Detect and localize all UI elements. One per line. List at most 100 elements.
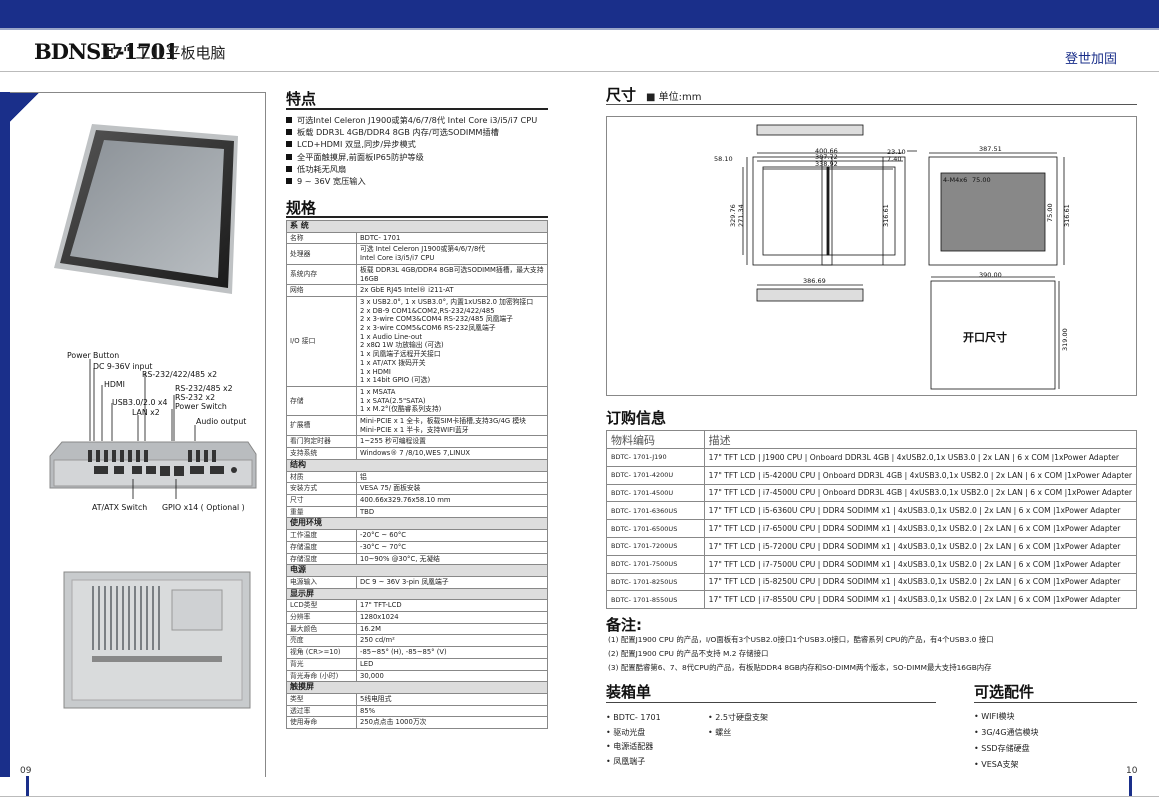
spec-key: I/O 接口: [286, 295, 357, 387]
spec-category: 显示屏: [286, 587, 548, 601]
spec-key: 名称: [286, 231, 357, 245]
notes-title: 备注:: [606, 616, 642, 634]
order-code: BDTC- 1701-8250US: [606, 572, 705, 592]
dim-vesa: 75.00: [972, 176, 991, 184]
feature-item: 9 ~ 36V 宽压输入: [286, 175, 537, 187]
packing-col1: BDTC- 1701 驱动光盘 电源适配器 凤凰端子: [606, 711, 661, 769]
spec-key: 看门狗定时器: [286, 435, 357, 449]
spec-key: 工作温度: [286, 529, 357, 542]
note-item: (1) 配置J1900 CPU 的产品，I/O面板有3个USB2.0接口1个US…: [608, 635, 994, 644]
spec-category: 系 统: [286, 220, 548, 233]
spec-key: 分辨率: [286, 611, 357, 624]
dim-w-outer: 400.66: [815, 147, 838, 155]
left-panel-frame: [10, 92, 266, 777]
dimensions-title: 尺寸: [606, 86, 637, 104]
header-divider: [0, 71, 1159, 72]
spec-value: -85~85° (H), -85~85° (V): [356, 646, 548, 659]
spec-key: 网络: [286, 284, 357, 297]
spec-category: 使用环境: [286, 517, 548, 531]
spec-key: 存储: [286, 385, 357, 417]
spec-row: 工作温度-20°C ~ 60°C: [286, 529, 548, 542]
spec-key: 背光: [286, 657, 357, 671]
spec-value: 铝: [356, 470, 548, 484]
spec-value: VESA 75/ 面板安装: [356, 482, 548, 495]
spec-key: 使用寿命: [286, 716, 357, 730]
note-item: (3) 配置酷睿第6、7、8代CPU的产品，有板贴DDR4 8GB内存和SO-D…: [608, 663, 992, 672]
right-header-title: 登世加固: [1064, 52, 1117, 67]
spec-value: BDTC- 1701: [356, 231, 548, 245]
spec-value: DC 9 ~ 36V 3-pin 凤凰端子: [356, 575, 548, 589]
spec-value: 3 x USB2.0°, 1 x USB3.0°, 内置1xUSB2.0 加密狗…: [356, 295, 548, 387]
spec-key: 材质: [286, 470, 357, 484]
spec-value: LED: [356, 657, 548, 671]
spec-row: 系统内存板载 DDR3L 4GB/DDR4 8GB可选SODIMM插槽，最大支持…: [286, 263, 548, 286]
option-item: SSD存储硬盘: [974, 741, 1039, 757]
callout-atx-switch: AT/ATX Switch: [92, 503, 148, 512]
dimensions-rule: [606, 104, 1137, 105]
order-code: BDTC- 1701-J190: [606, 448, 705, 467]
dim-h3: 316.61: [882, 204, 890, 227]
spec-value: 板载 DDR3L 4GB/DDR4 8GB可选SODIMM插槽，最大支持16GB: [356, 263, 548, 286]
packing-title: 装箱单: [606, 683, 652, 701]
callout-audio: Audio output: [196, 417, 247, 426]
product-size: 17": [102, 44, 131, 62]
option-item: 3G/4G通信模块: [974, 725, 1038, 741]
dim-d2: 23.10: [887, 148, 906, 156]
spec-value: 10~90% @30°C, 无凝结: [356, 552, 548, 566]
order-code: BDTC- 1701-4200U: [606, 465, 705, 485]
callout-rs232-422-485: RS-232/422/485 x2: [142, 370, 218, 379]
spec-title-rule: [286, 216, 548, 218]
top-rule: [0, 28, 1159, 30]
page-number-left: 09: [20, 766, 32, 776]
spec-key: 重量: [286, 505, 357, 519]
spec-key: 存储温度: [286, 540, 357, 554]
spec-category: 触摸屏: [286, 681, 548, 694]
packing-item: 电源适配器: [606, 740, 661, 755]
packing-rule: [606, 702, 936, 703]
spec-row: 视角 (CR>=10)-85~85° (H), -85~85° (V): [286, 646, 548, 659]
spec-category-row: 显示屏: [286, 587, 548, 601]
callout-power-button: Power Button: [67, 351, 120, 360]
order-header-row: 物料编码描述: [606, 430, 1138, 449]
features-title: 特点: [286, 90, 317, 108]
top-banner: [0, 0, 1159, 28]
options-title: 可选配件: [974, 683, 1035, 701]
dim-w-inner: 338.92: [815, 160, 838, 168]
dim-rear-w: 387.51: [979, 145, 1002, 153]
order-header-cell: 描述: [703, 430, 1138, 449]
order-description: 17" TFT LCD | i7-6500U CPU | DDR4 SODIMM…: [703, 519, 1138, 538]
dim-bottom-w: 386.69: [803, 277, 826, 285]
options-list: WIFI模块 3G/4G通信模块 SSD存储硬盘 VESA支架: [974, 709, 1039, 773]
spec-category-row: 触摸屏: [286, 681, 548, 694]
spec-category-row: 系 统: [286, 220, 548, 233]
callout-lan: LAN x2: [132, 408, 160, 417]
footer-rule: [0, 796, 1159, 797]
spec-value: Windows® 7 /8/10,WES 7,LINUX: [356, 447, 548, 460]
spec-key: 存储湿度: [286, 552, 357, 566]
order-code: BDTC- 1701-7500US: [606, 554, 705, 574]
spec-key: 安装方式: [286, 482, 357, 495]
spec-category-row: 结构: [286, 458, 548, 472]
note-item: (2) 配置J1900 CPU 的产品不支持 M.2 存储接口: [608, 649, 769, 658]
dimensions-unit: ■ 单位:mm: [646, 92, 702, 103]
features-title-rule: [286, 108, 548, 110]
dimension-drawing: 400.66 387.72 338.92 58.10 23.10 7.40 32…: [714, 124, 1071, 390]
callout-dc-input: DC 9-36V input: [93, 362, 153, 371]
feature-item: 可选Intel Celeron J1900或第4/6/7/8代 Intel Co…: [286, 114, 537, 126]
spec-key: 类型: [286, 692, 357, 706]
spec-row: 材质铝: [286, 470, 548, 484]
